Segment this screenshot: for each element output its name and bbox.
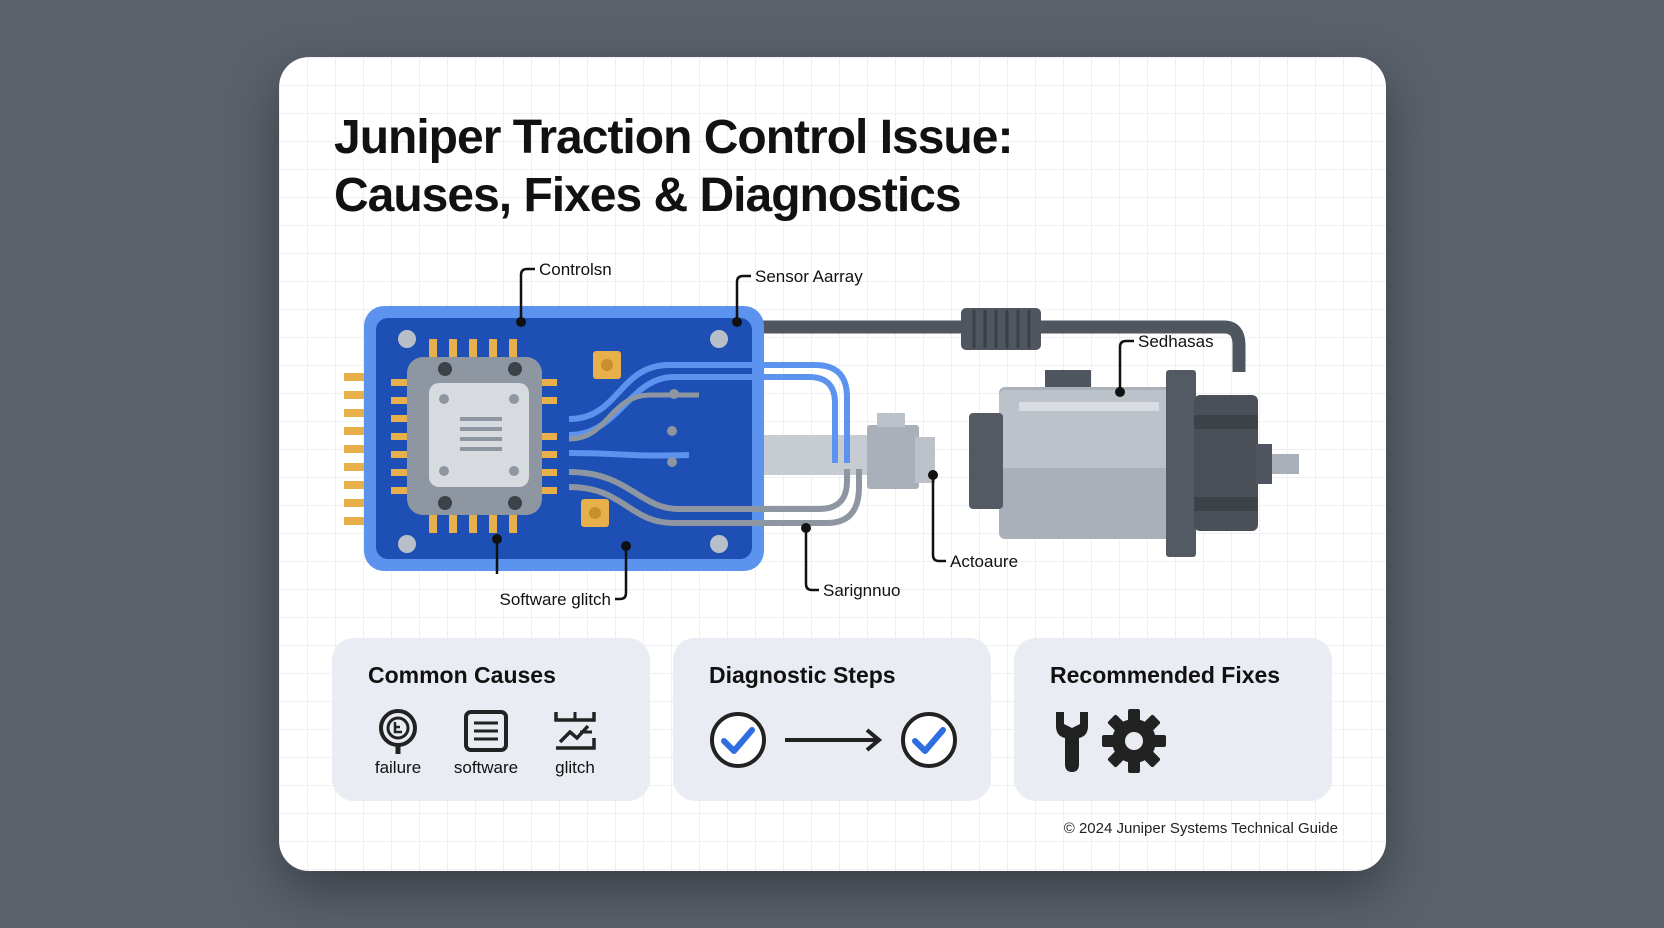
- sensor-cable: [739, 320, 1246, 372]
- callouts: [495, 267, 1134, 601]
- cause-failure: failure: [358, 708, 438, 778]
- arrow-right-icon: [785, 728, 883, 752]
- panel-diagnostics-title: Diagnostic Steps: [709, 662, 896, 688]
- control-board: [344, 306, 862, 571]
- motor-front-ring: [969, 413, 1003, 509]
- fix-icons: [1056, 709, 1166, 773]
- cause-software: software: [446, 708, 526, 778]
- label-signal: Sarignnuo: [823, 581, 901, 600]
- label-software-glitch: Software glitch: [500, 590, 612, 609]
- copyright-footer: © 2024 Juniper Systems Technical Guide: [1063, 820, 1338, 837]
- title-line-1: Juniper Traction Control Issue:: [334, 111, 1013, 164]
- check-circle-icon: [710, 712, 766, 768]
- panel-diagnostic-steps: Diagnostic Steps: [673, 638, 991, 801]
- cable-connector: [961, 308, 1041, 350]
- label-controller: Controlsn: [539, 260, 612, 279]
- page-title: Juniper Traction Control Issue: Causes, …: [334, 109, 1013, 225]
- panel-recommended-fixes: Recommended Fixes: [1014, 638, 1332, 801]
- magnifier-icon: [379, 709, 417, 754]
- cause-glitch-label: glitch: [555, 758, 595, 777]
- document-icon: [464, 710, 508, 752]
- motor-assembly: [699, 308, 1299, 557]
- traction-control-diagram: Controlsn Sensor Aarray Sedhasas Actoaur…: [344, 260, 1299, 609]
- cause-failure-label: failure: [374, 758, 422, 777]
- motor-shaft: [1256, 444, 1272, 484]
- label-sensor-array: Sensor Aarray: [755, 267, 863, 286]
- glitch-chart-icon: [554, 712, 596, 750]
- cause-glitch: glitch: [535, 708, 615, 778]
- label-sedhases: Sedhasas: [1138, 332, 1214, 351]
- gear-icon: [1102, 709, 1166, 773]
- label-actuator: Actoaure: [950, 552, 1018, 571]
- callout-dots: [492, 317, 1125, 551]
- panel-causes-title: Common Causes: [368, 662, 556, 688]
- panel-common-causes: Common Causes failure software: [332, 638, 650, 801]
- diagnostic-flow: [710, 712, 957, 768]
- check-circle-icon: [901, 712, 957, 768]
- title-line-2: Causes, Fixes & Diagnostics: [334, 169, 962, 222]
- infographic-card: Juniper Traction Control Issue: Causes, …: [279, 57, 1386, 871]
- motor-end-cap: [1166, 370, 1196, 557]
- panel-fixes-title: Recommended Fixes: [1050, 662, 1281, 688]
- actuator-collar: [867, 425, 919, 489]
- wrench-icon: [1056, 712, 1088, 772]
- cause-software-label: software: [453, 758, 519, 777]
